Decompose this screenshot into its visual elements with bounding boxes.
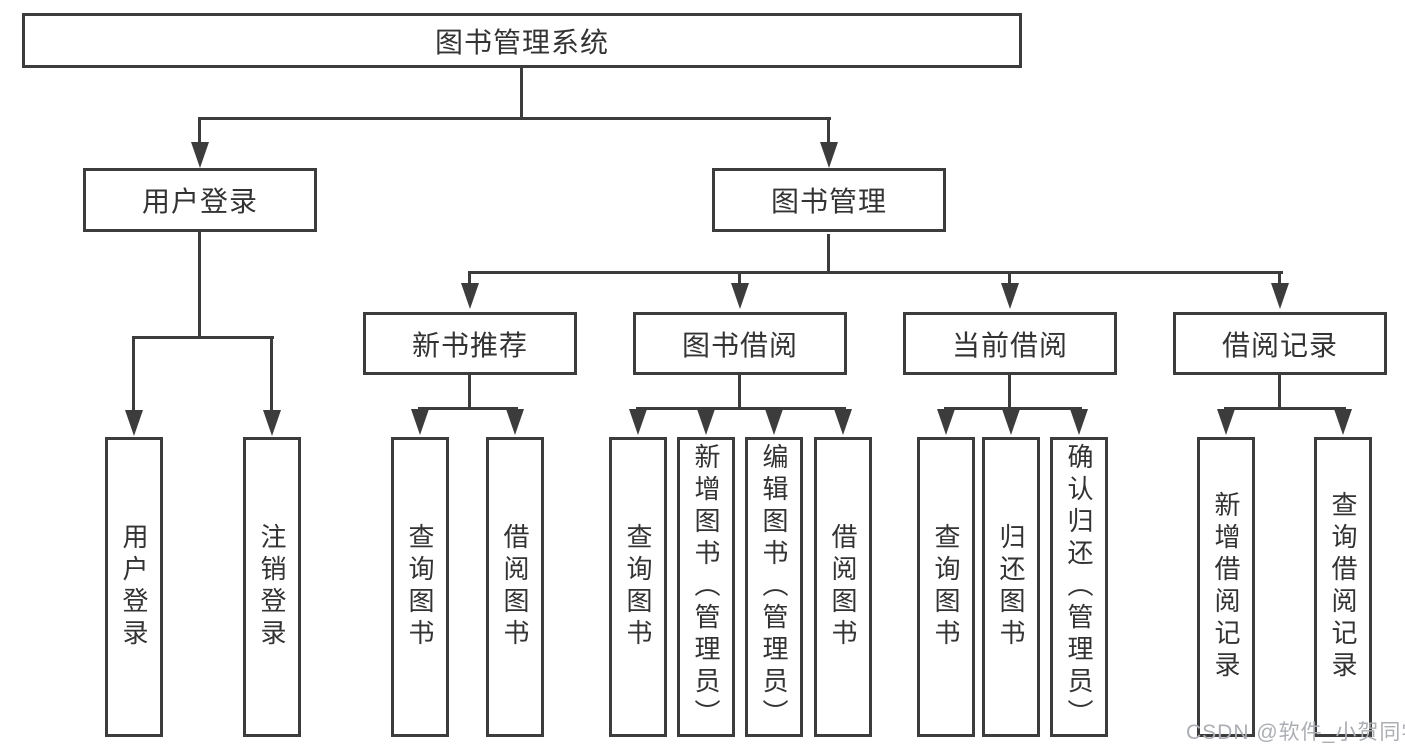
- node-label: 查询图书: [931, 523, 961, 651]
- node-label: 图书借阅: [681, 329, 798, 361]
- node-label: 借阅图书: [500, 523, 530, 651]
- leaf-user-login: 用户登录: [105, 437, 163, 737]
- connector-line: [1224, 407, 1346, 410]
- node-label: 新书推荐: [411, 329, 528, 361]
- arrowhead-down-icon: [411, 409, 429, 435]
- connector-line: [1278, 271, 1281, 285]
- connector-line: [198, 117, 201, 145]
- arrowhead-down-icon: [191, 142, 209, 168]
- arrowhead-down-icon: [937, 409, 955, 435]
- connector-line: [944, 407, 1082, 410]
- connector-line: [1278, 375, 1281, 407]
- connector-line: [738, 271, 741, 285]
- node-label: 用户登录: [141, 186, 258, 217]
- leaf-query-books-borrow: 查询图书: [609, 437, 667, 737]
- leaf-add-borrow-record: 新增借阅记录: [1197, 437, 1255, 737]
- node-new-book-recommend: 新书推荐: [363, 312, 577, 375]
- arrowhead-down-icon: [1070, 409, 1088, 435]
- arrowhead-down-icon: [697, 409, 715, 435]
- node-label: 查询图书: [623, 523, 653, 651]
- node-label: 借阅图书: [828, 523, 858, 651]
- arrowhead-down-icon: [765, 409, 783, 435]
- arrowhead-down-icon: [461, 283, 479, 309]
- connector-line: [738, 375, 741, 407]
- node-borrow-records: 借阅记录: [1173, 312, 1387, 375]
- node-label: 借阅记录: [1221, 329, 1338, 361]
- node-book-borrow: 图书借阅: [633, 312, 847, 375]
- connector-line: [636, 407, 846, 410]
- watermark: CSDN @软件_小贺同学: [1186, 721, 1405, 744]
- connector-line: [198, 232, 201, 336]
- arrowhead-down-icon: [506, 409, 524, 435]
- leaf-return-books: 归还图书: [982, 437, 1040, 737]
- node-label: 归还图书: [996, 523, 1026, 651]
- connector-line: [1008, 375, 1011, 407]
- arrowhead-down-icon: [1271, 283, 1289, 309]
- arrowhead-down-icon: [125, 410, 143, 436]
- leaf-edit-book-admin: 编辑图书（管理员）: [745, 437, 803, 737]
- connector-line: [827, 234, 830, 271]
- node-book-management: 图书管理: [712, 168, 946, 232]
- node-label: 图书管理系统: [434, 26, 609, 58]
- node-label: 确认归还（管理员）: [1064, 443, 1094, 731]
- connector-line: [468, 271, 471, 285]
- leaf-borrow-books-recommend: 借阅图书: [486, 437, 544, 737]
- arrowhead-down-icon: [820, 142, 838, 168]
- arrowhead-down-icon: [263, 410, 281, 436]
- leaf-query-books-current: 查询图书: [917, 437, 975, 737]
- leaf-logout: 注销登录: [243, 437, 301, 737]
- connector-line: [132, 336, 135, 412]
- connector-line: [1008, 271, 1011, 285]
- node-label: 查询图书: [405, 523, 435, 651]
- leaf-query-borrow-record: 查询借阅记录: [1314, 437, 1372, 737]
- connector-line: [520, 68, 523, 117]
- arrowhead-down-icon: [1002, 409, 1020, 435]
- node-label: 注销登录: [257, 523, 287, 651]
- node-current-borrow: 当前借阅: [903, 312, 1117, 375]
- arrowhead-down-icon: [731, 283, 749, 309]
- arrowhead-down-icon: [1001, 283, 1019, 309]
- node-label: 当前借阅: [951, 329, 1068, 361]
- connector-line: [418, 407, 518, 410]
- node-label: 新增图书（管理员）: [691, 443, 721, 731]
- connector-line: [468, 271, 1283, 274]
- node-label: 编辑图书（管理员）: [759, 443, 789, 731]
- node-root: 图书管理系统: [22, 13, 1022, 68]
- node-label: 新增借阅记录: [1211, 491, 1241, 683]
- node-label: 查询借阅记录: [1328, 491, 1358, 683]
- leaf-add-book-admin: 新增图书（管理员）: [677, 437, 735, 737]
- connector-line: [198, 117, 831, 120]
- arrowhead-down-icon: [1217, 409, 1235, 435]
- leaf-confirm-return-admin: 确认归还（管理员）: [1050, 437, 1108, 737]
- connector-line: [468, 375, 471, 407]
- node-label: 图书管理: [770, 186, 887, 217]
- leaf-borrow-books: 借阅图书: [814, 437, 872, 737]
- arrowhead-down-icon: [834, 409, 852, 435]
- node-user-login: 用户登录: [83, 168, 317, 232]
- arrowhead-down-icon: [1334, 409, 1352, 435]
- connector-line: [270, 336, 273, 412]
- node-label: 用户登录: [119, 523, 149, 651]
- connector-line: [827, 117, 830, 145]
- connector-line: [132, 336, 274, 339]
- arrowhead-down-icon: [629, 409, 647, 435]
- leaf-query-books-recommend: 查询图书: [391, 437, 449, 737]
